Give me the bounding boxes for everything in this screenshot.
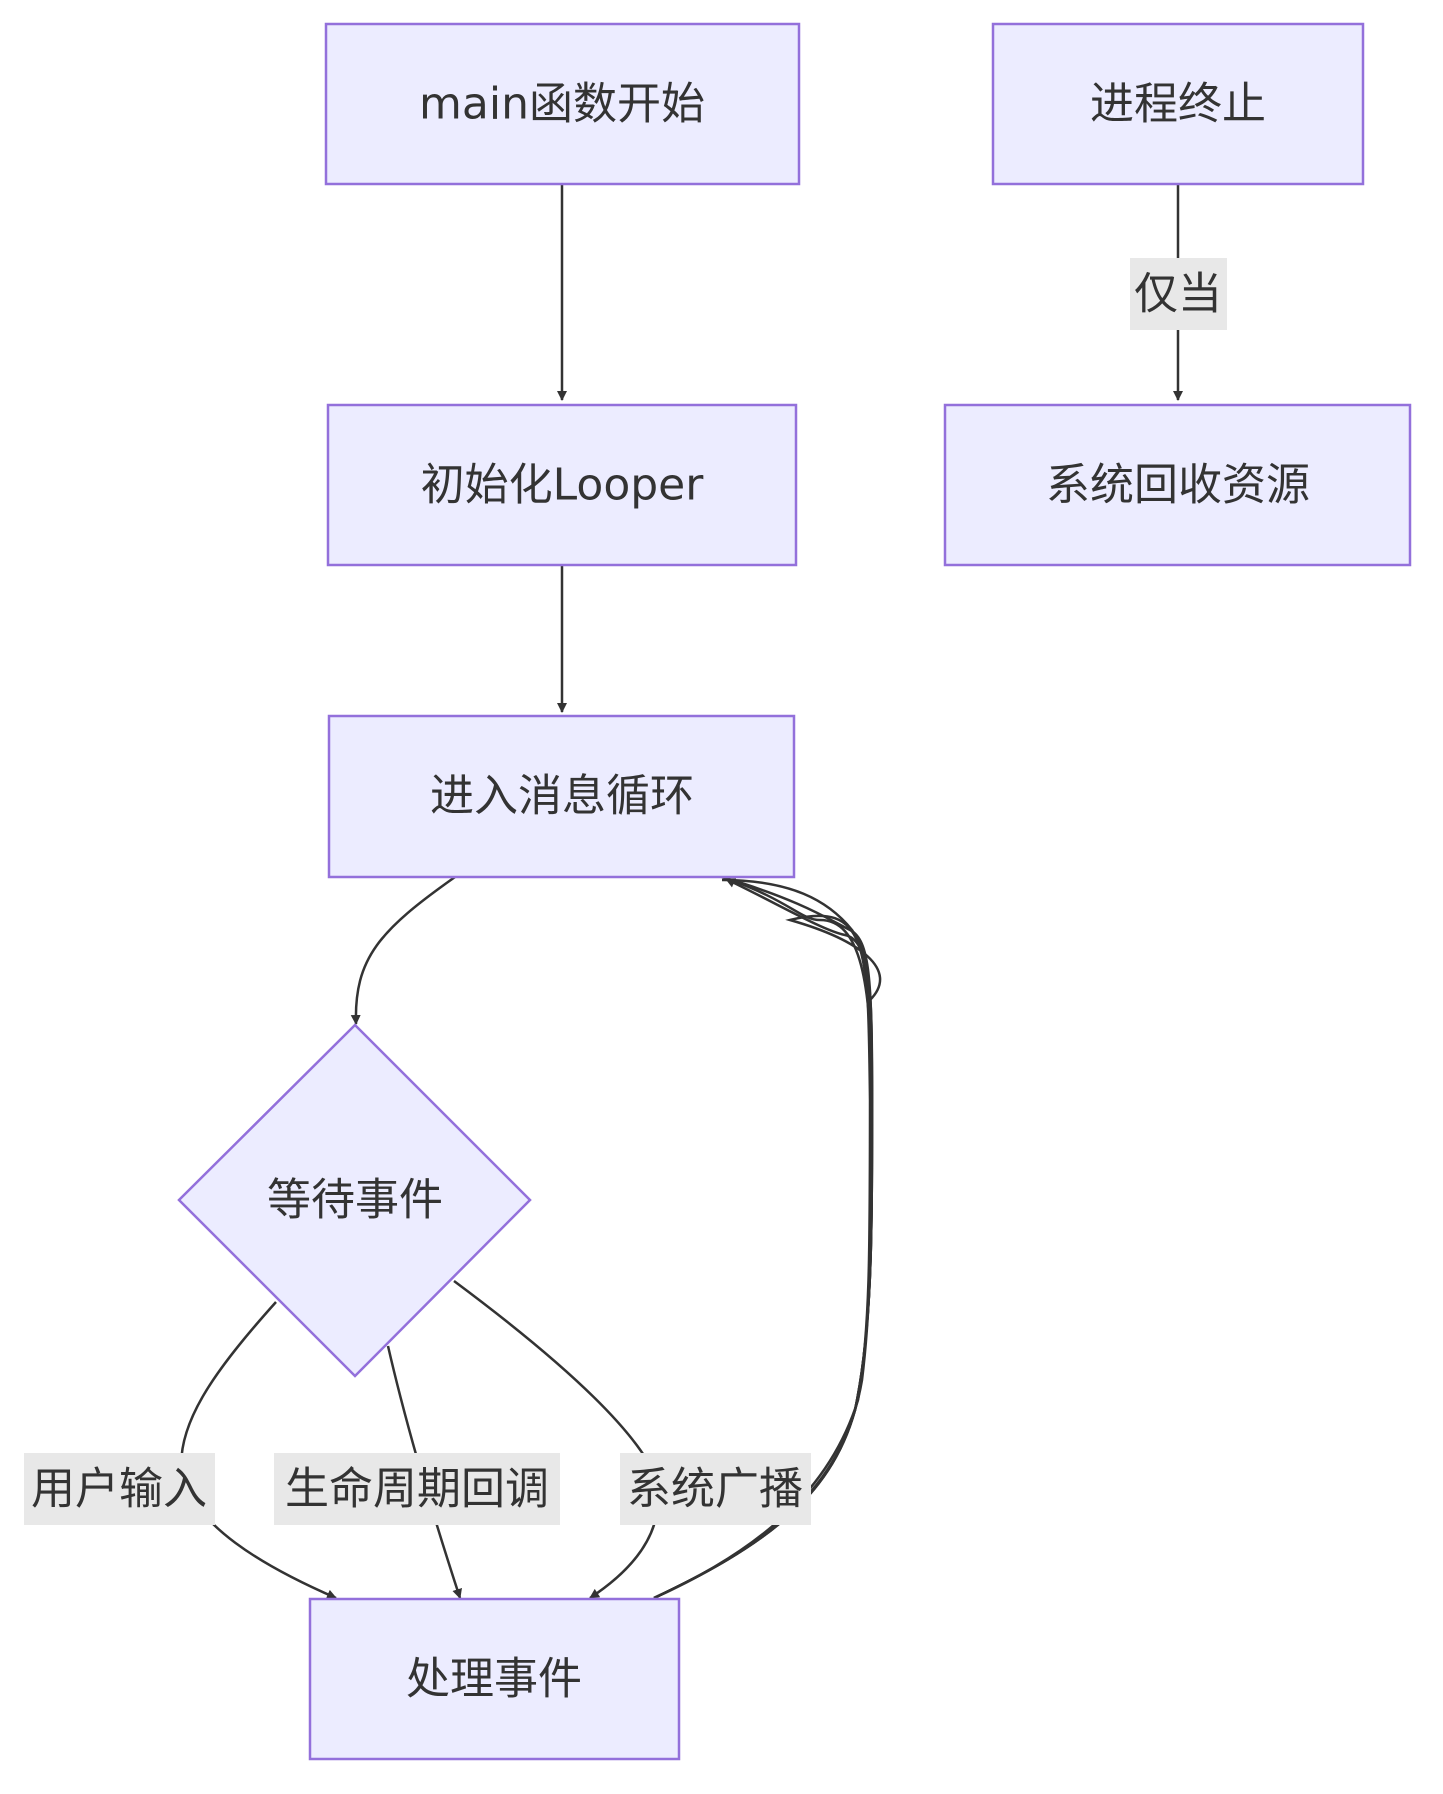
nodes: main函数开始 初始化Looper 进入消息循环 等待事件 处理事件 进程终止… xyxy=(177,22,1412,1761)
node-wait-event-label: 等待事件 xyxy=(267,1175,443,1226)
node-handle-event: 处理事件 xyxy=(308,1597,681,1761)
edge-label-user-input: 用户输入 xyxy=(24,1453,215,1525)
edge-loop-to-wait xyxy=(350,875,456,1025)
node-main-start-label: main函数开始 xyxy=(419,79,705,130)
edge-broadcast xyxy=(453,1279,660,1600)
node-process-terminate-label: 进程终止 xyxy=(1090,79,1266,130)
node-reclaim-label: 系统回收资源 xyxy=(1046,460,1310,511)
edge-label-user-input-text: 用户输入 xyxy=(31,1464,207,1515)
edge-label-terminate: 仅当 xyxy=(1130,258,1227,330)
node-enter-loop-label: 进入消息循环 xyxy=(430,771,694,822)
node-enter-loop: 进入消息循环 xyxy=(327,714,796,879)
edge-labels: 仅当 用户输入 生命周期回调 系统广播 xyxy=(24,258,1227,1525)
node-process-terminate: 进程终止 xyxy=(991,22,1365,186)
edge-label-lifecycle-text: 生命周期回调 xyxy=(285,1464,549,1515)
edge-user-input xyxy=(179,1301,337,1600)
node-reclaim: 系统回收资源 xyxy=(943,403,1412,567)
edge-label-broadcast-text: 系统广播 xyxy=(627,1464,803,1515)
edge-label-terminate-text: 仅当 xyxy=(1134,269,1222,320)
edge-label-lifecycle: 生命周期回调 xyxy=(274,1453,560,1525)
node-main-start: main函数开始 xyxy=(324,22,801,186)
edges xyxy=(179,184,1183,1600)
edge-label-broadcast: 系统广播 xyxy=(620,1453,811,1525)
node-init-looper-label: 初始化Looper xyxy=(421,460,705,511)
node-init-looper: 初始化Looper xyxy=(326,403,798,567)
node-handle-event-label: 处理事件 xyxy=(406,1654,582,1705)
node-wait-event: 等待事件 xyxy=(177,1023,532,1378)
